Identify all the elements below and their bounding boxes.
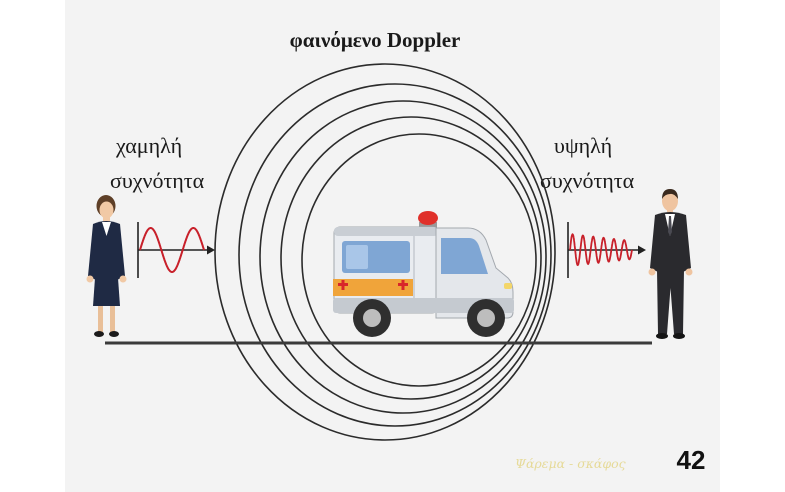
low-frequency-wave <box>139 227 205 273</box>
ambulance-headlight <box>504 283 512 289</box>
ambulance-front-hubcap <box>477 309 495 327</box>
woman-face <box>99 201 114 219</box>
watermark: Ψάρεμα - σκάφος <box>515 456 626 471</box>
high-frequency-label-line1: υψηλή <box>554 133 612 158</box>
man-hair <box>662 189 678 199</box>
woman-right-leg <box>110 306 115 332</box>
woman-skirt <box>93 278 120 306</box>
man-tie <box>668 216 672 236</box>
man-neck <box>667 209 673 215</box>
man-right-shoe <box>673 333 685 339</box>
man-face <box>662 191 678 211</box>
man-left-shoe <box>656 333 668 339</box>
ambulance-side-window-glare <box>346 245 368 269</box>
red-cross-icon <box>338 280 408 290</box>
high-wave-arrowhead <box>638 245 646 255</box>
wavefront-1 <box>214 63 556 441</box>
man-trousers <box>657 270 684 334</box>
low-wave-arrowhead <box>207 245 215 255</box>
man-left-hand <box>648 268 656 276</box>
wavefront-5 <box>301 133 537 387</box>
high-frequency-wave <box>569 233 633 267</box>
man-jacket <box>650 212 691 272</box>
woman-jacket <box>88 221 125 280</box>
ambulance-cab-window <box>441 238 488 274</box>
woman-left-hand <box>86 275 94 283</box>
wavefront-3 <box>259 100 547 414</box>
low-frequency-wave-graph <box>137 222 215 278</box>
woman-collar <box>102 222 111 236</box>
wavefront-4 <box>280 116 542 400</box>
high-frequency-label-line2: συχνότητα <box>540 168 635 193</box>
man-right-hand <box>685 268 693 276</box>
sound-wavefront-circles <box>214 63 556 441</box>
low-frequency-label-line1: χαμηλή <box>115 133 182 158</box>
wavefront-2 <box>238 83 552 427</box>
page-number: 42 <box>677 445 706 475</box>
woman-right-hand <box>119 275 127 283</box>
high-frequency-wave-graph <box>567 222 646 278</box>
ambulance-siren-light <box>418 211 438 225</box>
woman-left-shoe <box>94 331 104 337</box>
low-frequency-label-line2: συχνότητα <box>110 168 205 193</box>
woman-right-shoe <box>109 331 119 337</box>
ambulance-roof <box>334 227 438 236</box>
woman-neck <box>103 217 110 223</box>
ambulance-icon <box>333 211 514 337</box>
ambulance-stripe <box>333 279 413 296</box>
ambulance-rear-hubcap <box>363 309 381 327</box>
diagram-title: φαινόμενο Doppler <box>290 28 461 52</box>
woman-figure <box>86 195 127 337</box>
man-figure <box>648 189 693 339</box>
woman-left-leg <box>98 306 103 332</box>
